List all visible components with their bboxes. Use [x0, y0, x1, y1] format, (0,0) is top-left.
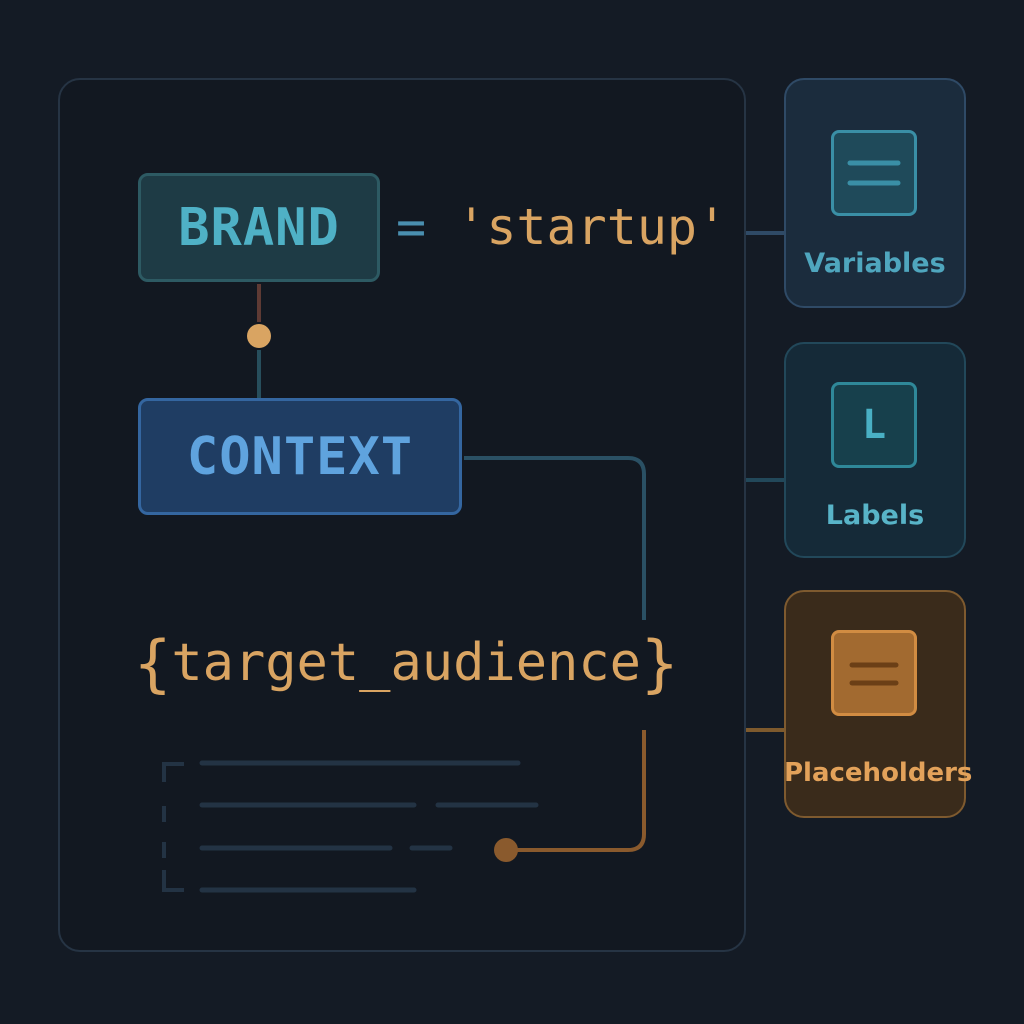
legend-label-labels: Labels: [825, 500, 925, 531]
body-link-node: [494, 838, 518, 862]
legend-label-variables: Variables: [804, 248, 946, 279]
brand-link-node: [247, 324, 271, 348]
brand-token-label: BRAND: [178, 197, 340, 258]
context-label-token: CONTEXT: [138, 398, 462, 515]
label-l-icon: [831, 382, 917, 468]
context-token-label: CONTEXT: [186, 426, 414, 487]
body-bracket-top: [162, 762, 184, 782]
variables-icon-lines: [847, 160, 901, 186]
body-text-lines: [199, 760, 539, 893]
placeholder-name: target_audience: [171, 633, 641, 693]
assign-operator: =: [396, 198, 427, 256]
placeholder-open-brace: {: [134, 626, 172, 700]
lines-icon: [831, 130, 917, 216]
brand-assignment: = 'startup': [396, 198, 727, 268]
placeholder-token: {target_audience}: [134, 618, 678, 708]
placeholder-to-body-line: [508, 730, 646, 852]
context-to-placeholder-line: [464, 456, 646, 620]
label-icon-glyph: L: [861, 402, 887, 448]
legend-label-placeholders: Placeholders: [784, 758, 973, 788]
assign-value: 'startup': [456, 198, 728, 256]
lines-icon: [831, 630, 917, 716]
placeholder-close-brace: }: [640, 626, 679, 700]
body-bracket-bottom: [162, 870, 184, 892]
placeholders-icon-lines: [849, 662, 899, 686]
brand-variable-token: BRAND: [138, 173, 380, 282]
